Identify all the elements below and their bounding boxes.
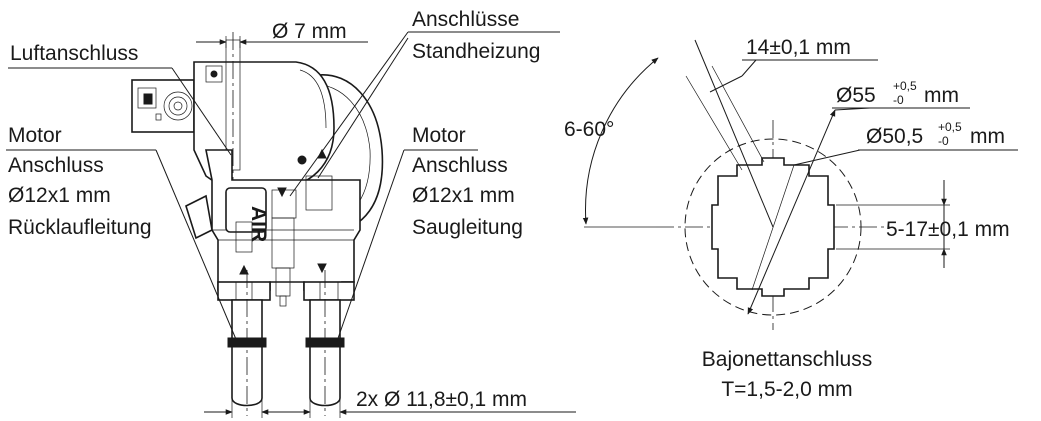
motor-left-label-1: Motor [8,124,62,147]
motor-suction-callout: Motor Anschluss Ø12x1 mm Saugleitung [335,124,523,345]
motor-right-label-1: Motor [412,124,466,147]
motor-return-callout: Motor Anschluss Ø12x1 mm Rücklaufleitung [6,124,239,345]
electrical-connector [131,79,195,133]
outer-diameter-unit: mm [924,84,959,107]
housing-air-marking: AIR [247,206,270,242]
heater-connections-callout: Anschlüsse Standheizung [289,8,560,197]
suction-pipe [305,270,345,416]
air-inlet-diameter-label: Ø 7 mm [272,20,347,43]
bayonet-caption-title: Bajonettanschluss [702,348,872,371]
inner-diameter-dimension: Ø50,5 +0,5 -0 mm [858,120,1018,151]
heater-connections-label-1: Anschlüsse [412,8,519,31]
air-inlet-diameter-dimension: Ø 7 mm [196,20,368,48]
pump-drawing: AIR [6,8,576,418]
outer-diameter-tol-lower: -0 [893,93,904,107]
notch-depth-label: 5-17±0,1 mm [886,218,1010,241]
motor-right-label-2: Anschluss [412,154,508,177]
bayonet-drawing: 6-60° 14±0,1 mm Ø55 +0,5 -0 mm Ø50,5 +0,… [564,36,1018,401]
outer-diameter-dimension: Ø55 +0,5 -0 mm [832,79,970,109]
motor-left-label-4: Rücklaufleitung [8,216,152,239]
tab-width-dimension: 14±0,1 mm [685,36,878,171]
notch-depth-dimension: 5-17±0,1 mm [836,180,1010,268]
bayonet-caption-thickness: T=1,5-2,0 mm [721,378,852,401]
pipe-diameter-dimension: 2x Ø 11,8±0,1 mm [204,388,576,418]
inner-diameter-unit: mm [970,125,1005,148]
tab-width-label: 14±0,1 mm [746,36,851,59]
angle-label: 6-60° [564,118,614,141]
air-connection-callout: Luftanschluss [8,42,232,156]
left-nut [217,281,271,301]
return-pipe [227,270,267,416]
inner-diameter-tol-lower: -0 [938,134,949,148]
motor-right-label-3: Ø12x1 mm [412,184,515,207]
air-connection-label: Luftanschluss [10,42,138,65]
heater-connections-label-2: Standheizung [412,40,540,63]
pipe-diameter-label: 2x Ø 11,8±0,1 mm [356,388,527,411]
motor-right-label-4: Saugleitung [412,216,523,239]
inner-diameter-prefix: Ø50,5 [866,125,923,148]
motor-left-label-3: Ø12x1 mm [8,184,111,207]
motor-left-label-2: Anschluss [8,154,104,177]
right-nut [303,281,355,301]
outer-diameter-prefix: Ø55 [836,84,876,107]
angle-dimension: 6-60° [564,39,774,228]
inner-diameter-tol-upper: +0,5 [938,120,962,134]
outer-diameter-tol-upper: +0,5 [893,79,917,93]
